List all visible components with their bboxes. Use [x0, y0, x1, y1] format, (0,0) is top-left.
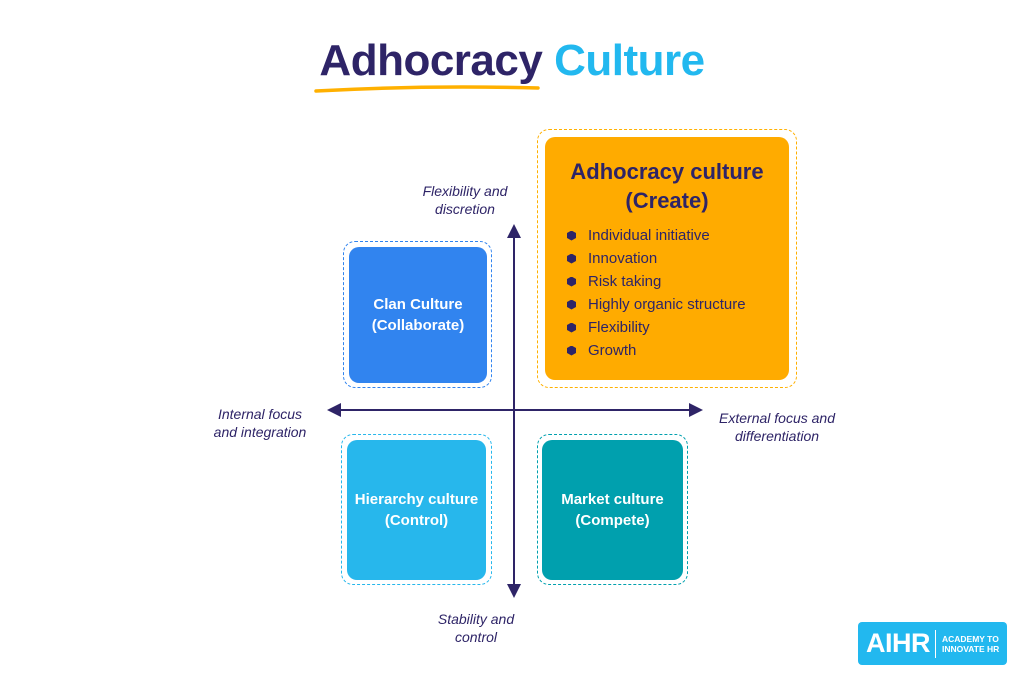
list-item: Risk taking: [567, 270, 789, 293]
adhocracy-culture-frame: [537, 129, 797, 388]
arrow-up-icon: [507, 224, 521, 238]
axis-label-left: Internal focus and integration: [200, 405, 320, 441]
title-word-culture: Culture: [554, 36, 705, 85]
hexagon-bullet-icon: [567, 276, 576, 287]
clan-culture-box: Clan Culture (Collaborate): [349, 247, 487, 383]
aihr-logo: AIHR ACADEMY TO INNOVATE HR: [858, 622, 1007, 665]
market-culture-title: Market culture: [561, 491, 664, 508]
trait-label: Growth: [588, 342, 637, 359]
axis-label-bottom-line1: Stability and: [437, 611, 515, 627]
hexagon-bullet-icon: [567, 299, 576, 310]
clan-culture-subtitle: (Collaborate): [371, 317, 465, 334]
axis-label-right: External focus and differentiation: [707, 409, 847, 445]
adhocracy-title-line2: (Create): [625, 188, 709, 213]
trait-label: Innovation: [588, 250, 658, 267]
axis-label-top-line2: discretion: [435, 201, 495, 217]
axis-label-bottom-line2: control: [454, 629, 498, 645]
axis-label-bottom: Stability and control: [416, 610, 536, 646]
list-item: Individual initiative: [567, 224, 789, 247]
hierarchy-culture-subtitle: (Control): [384, 512, 449, 529]
logo-wordmark: AIHR: [866, 628, 931, 658]
adhocracy-culture-box: Adhocracy culture (Create) Individual in…: [545, 137, 789, 380]
list-item: Highly organic structure: [567, 293, 789, 316]
logo-tagline-line1: ACADEMY TO: [942, 633, 999, 644]
title-word-adhocracy: Adhocracy: [319, 36, 543, 85]
trait-label: Individual initiative: [588, 227, 710, 244]
hexagon-bullet-icon: [567, 345, 576, 356]
hexagon-bullet-icon: [567, 322, 576, 333]
hexagon-bullet-icon: [567, 253, 576, 264]
clan-culture-frame: [343, 241, 492, 388]
page-title: Adhocracy Culture: [0, 36, 1024, 86]
axis-label-top: Flexibility and discretion: [405, 182, 525, 218]
logo-tagline-line2: INNOVATE HR: [942, 643, 1000, 654]
list-item: Flexibility: [567, 316, 789, 339]
market-culture-box: Market culture (Compete): [542, 440, 683, 580]
adhocracy-culture-title: Adhocracy culture (Create): [545, 157, 789, 215]
trait-label: Flexibility: [588, 319, 650, 336]
logo-divider: [935, 629, 936, 658]
axis-label-left-line2: and integration: [213, 424, 307, 440]
trait-label: Risk taking: [588, 273, 662, 290]
clan-culture-title: Clan Culture: [373, 296, 463, 313]
arrow-right-icon: [689, 403, 703, 417]
market-culture-subtitle: (Compete): [575, 512, 650, 529]
axis-label-right-line2: differentiation: [734, 428, 820, 444]
hierarchy-culture-frame: [341, 434, 492, 585]
hexagon-bullet-icon: [567, 230, 576, 241]
arrow-down-icon: [507, 584, 521, 598]
adhocracy-traits-list: Individual initiative Innovation Risk ta…: [567, 224, 789, 362]
logo-tagline: ACADEMY TO INNOVATE HR: [942, 634, 999, 654]
hierarchy-culture-box: Hierarchy culture (Control): [347, 440, 486, 580]
market-culture-frame: [537, 434, 688, 585]
adhocracy-title-line1: Adhocracy culture: [570, 159, 764, 184]
arrow-left-icon: [327, 403, 341, 417]
axis-label-left-line1: Internal focus: [217, 406, 303, 422]
trait-label: Highly organic structure: [588, 296, 746, 313]
title-underline-swoosh: [314, 85, 540, 93]
axis-label-right-line1: External focus and: [719, 410, 835, 426]
axis-label-top-line1: Flexibility and: [422, 183, 508, 199]
list-item: Growth: [567, 339, 789, 362]
list-item: Innovation: [567, 247, 789, 270]
hierarchy-culture-title: Hierarchy culture: [354, 491, 479, 508]
